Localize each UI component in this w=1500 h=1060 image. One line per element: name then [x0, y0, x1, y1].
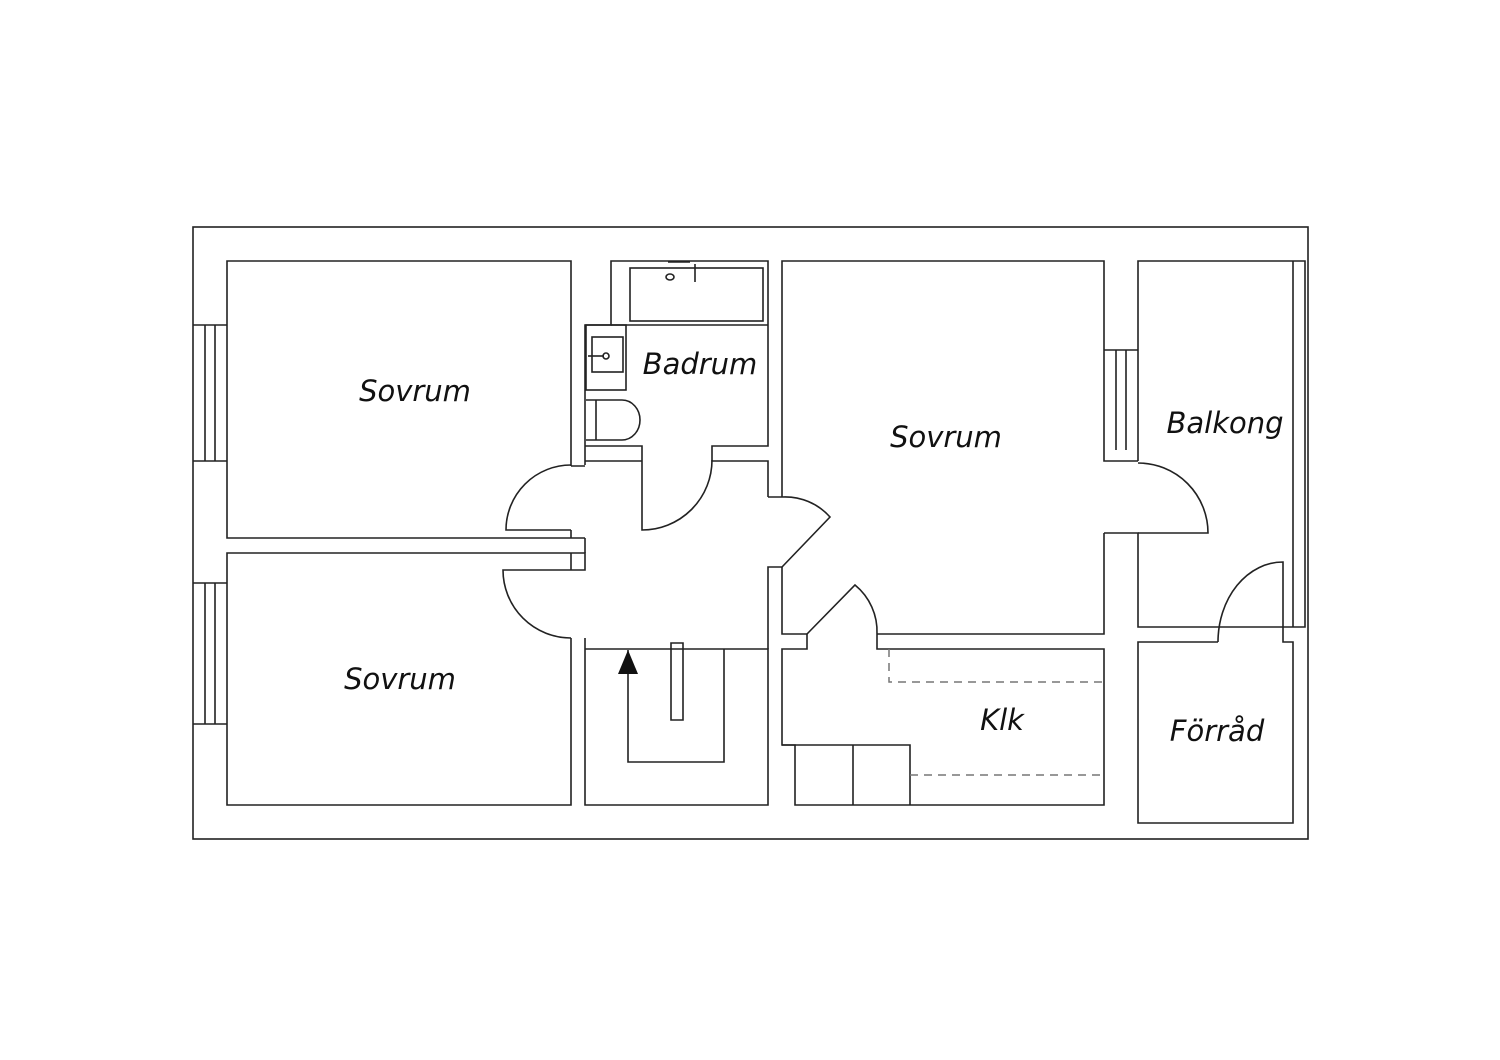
balcony-walls: [1104, 260, 1306, 628]
door-swing: [505, 464, 572, 531]
stairwell: [584, 638, 769, 806]
door-swing: [1137, 462, 1209, 534]
sink-cabinet: [585, 324, 627, 391]
door-swing: [502, 569, 572, 639]
outer-wall: [192, 226, 1309, 840]
room-label-bedroom: Sovrum: [359, 374, 471, 408]
bathroom-walls: [584, 260, 769, 531]
kitchen-walls: [781, 583, 1105, 806]
bedroom-top-left-walls: [226, 260, 586, 570]
stair-arrow-icon: [618, 650, 638, 674]
bath-faucet: [668, 261, 696, 282]
hall-right-door: [767, 496, 832, 649]
storage-walls: [1137, 561, 1294, 824]
bedroom-bottom-left-walls: [226, 465, 586, 806]
room-label-storage: Förråd: [1169, 714, 1265, 748]
toilet: [586, 399, 641, 441]
sink: [591, 336, 624, 373]
room-label-bathroom: Badrum: [642, 347, 758, 381]
room-label-bedroom: Sovrum: [344, 662, 456, 696]
bathtub: [629, 267, 764, 322]
bedroom-right-walls: [781, 260, 1138, 635]
door-swing: [806, 583, 878, 635]
windows: [193, 324, 1138, 725]
counter: [782, 744, 911, 805]
room-label-bedroom: Sovrum: [890, 420, 1002, 454]
room-label-kitchen: Klk: [980, 703, 1024, 737]
room-label-balcony: Balkong: [1166, 406, 1284, 440]
